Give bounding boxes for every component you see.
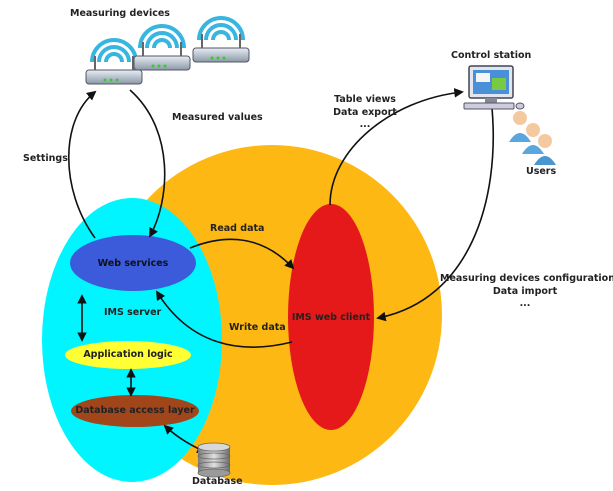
write-data-label: Write data: [229, 322, 286, 333]
measuring-devices-label: Measuring devices: [70, 8, 170, 19]
database-icon: [197, 442, 231, 478]
user-icon: [522, 123, 544, 154]
write-data-arrow: [155, 290, 293, 348]
database-access-layer-label: Database access layer: [75, 405, 195, 416]
application-logic-node: [65, 341, 191, 369]
settings-arrow: [67, 90, 97, 239]
ims-server-label: IMS server: [104, 307, 162, 318]
ims-web-client-node: [288, 204, 374, 430]
user-icon: [509, 111, 531, 142]
data-import-label: Data import: [492, 286, 558, 297]
control-station-label: Control station: [451, 50, 532, 61]
web-services-label: Web services: [97, 258, 169, 269]
router-icon: [192, 16, 250, 63]
configuration-arrow: [376, 107, 495, 322]
settings-label: Settings: [23, 153, 68, 164]
measured-values-label: Measured values: [172, 112, 263, 123]
database-access-layer-node: [71, 395, 199, 427]
ellipsis-bottom-label: ...: [519, 298, 531, 309]
database-label: Database: [192, 476, 243, 487]
router-icon: [85, 38, 143, 85]
devices-config-label: Measuring devices configuration: [440, 273, 613, 284]
router-icon: [133, 24, 191, 71]
user-icon: [534, 134, 556, 165]
web-services-node: [70, 235, 196, 291]
table-views-arrow: [329, 88, 464, 206]
measured-values-arrow: [129, 89, 166, 238]
data-export-label: Data export: [333, 107, 397, 118]
computer-icon: [463, 65, 525, 110]
table-views-label: Table views: [334, 94, 396, 105]
read-data-label: Read data: [210, 223, 265, 234]
ellipsis-top-label: ...: [359, 119, 371, 130]
application-logic-label: Application logic: [83, 349, 173, 360]
read-data-arrow: [189, 238, 295, 270]
users-label: Users: [526, 166, 557, 177]
ims-web-client-label: IMS web client: [291, 312, 371, 323]
